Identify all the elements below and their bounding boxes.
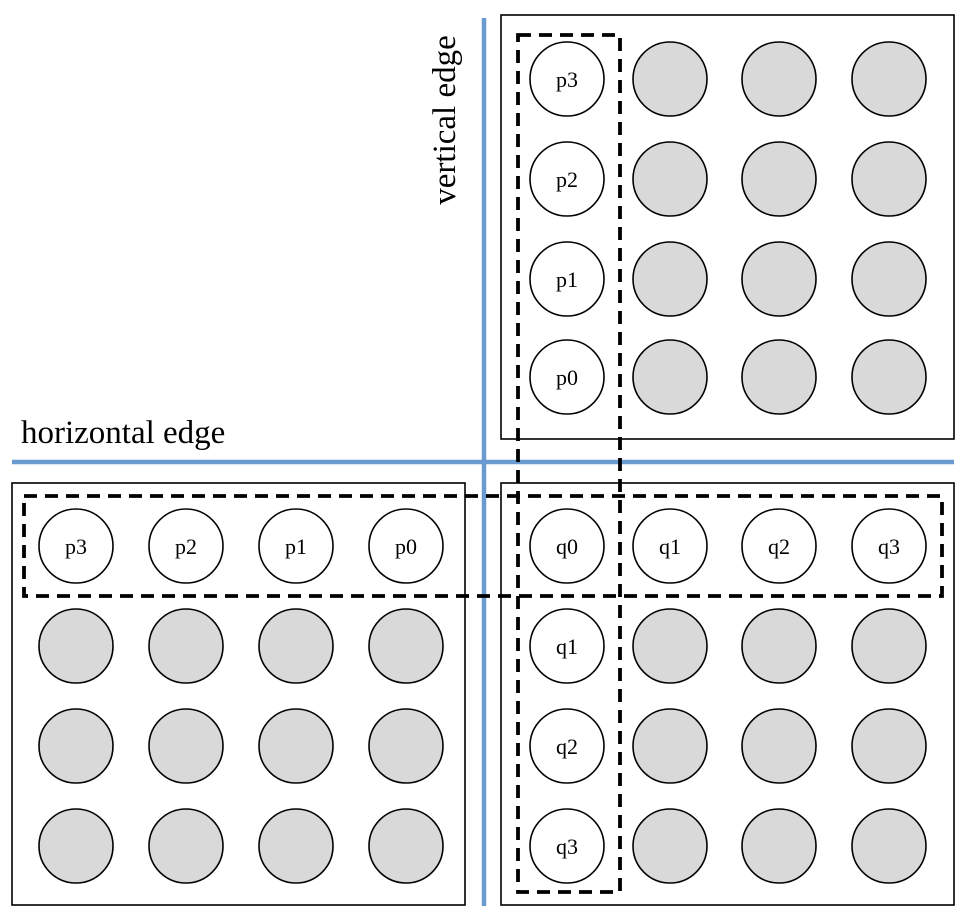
- pixel: [148, 708, 224, 784]
- pixel: [148, 808, 224, 884]
- pixel: [851, 608, 927, 684]
- pixel: [741, 41, 817, 117]
- pixel: [632, 141, 708, 217]
- pixel-label: q0: [556, 534, 578, 559]
- pixel-labeled: [529, 241, 605, 317]
- pixel-labeled: [368, 508, 444, 584]
- pixel: [741, 241, 817, 317]
- pixel-labeled: [529, 708, 605, 784]
- pixel: [148, 608, 224, 684]
- horizontal-edge-label: horizontal edge: [21, 415, 225, 451]
- pixel: [258, 708, 334, 784]
- pixel: [851, 339, 927, 415]
- pixel: [632, 808, 708, 884]
- pixel: [632, 41, 708, 117]
- pixel-label: p0: [395, 534, 417, 559]
- pixel: [38, 708, 114, 784]
- pixel-label: p2: [175, 534, 197, 559]
- pixel-label: p3: [556, 67, 578, 92]
- pixel-labeled: [529, 339, 605, 415]
- pixel-label: p1: [285, 534, 307, 559]
- pixel: [368, 608, 444, 684]
- pixel-labeled: [529, 808, 605, 884]
- pixel-label: q2: [556, 734, 578, 759]
- pixel-labeled: [529, 508, 605, 584]
- bottom-left-block: [11, 482, 466, 906]
- pixel-labeled: [38, 508, 114, 584]
- pixel-labeled: [529, 141, 605, 217]
- bottom-right-block: [500, 482, 955, 906]
- pixel-labeled: [529, 608, 605, 684]
- pixel-label: q1: [556, 634, 578, 659]
- pixel-labeled: [851, 508, 927, 584]
- pixel: [38, 808, 114, 884]
- pixel: [741, 339, 817, 415]
- pixel-labeled: [529, 41, 605, 117]
- pixel-label: p2: [556, 167, 578, 192]
- vertical-filter-region: [516, 33, 622, 894]
- pixel: [741, 608, 817, 684]
- pixel: [368, 808, 444, 884]
- pixel-label: q3: [556, 834, 578, 859]
- pixel: [632, 339, 708, 415]
- horizontal-filter-region: [22, 494, 944, 598]
- top-right-block: [500, 14, 955, 440]
- pixel: [851, 41, 927, 117]
- pixel-labeled: [148, 508, 224, 584]
- pixel: [368, 708, 444, 784]
- pixel-labeled: [741, 508, 817, 584]
- pixel-label: q2: [768, 534, 790, 559]
- pixel-label: q1: [659, 534, 681, 559]
- pixel-label: p0: [556, 365, 578, 390]
- pixel: [632, 608, 708, 684]
- vertical-edge-label: vertical edge: [427, 35, 463, 204]
- pixel-labeled: [258, 508, 334, 584]
- pixel-grid: p3 p2 p1 p0 p3 p2 p1 p0 q0 q1 q2 q3 q1 q2 q3: [38, 41, 927, 884]
- pixel-label: p3: [65, 534, 87, 559]
- pixel: [741, 708, 817, 784]
- pixel: [851, 241, 927, 317]
- pixel: [258, 608, 334, 684]
- pixel: [851, 141, 927, 217]
- pixel: [632, 241, 708, 317]
- pixel-labeled: [632, 508, 708, 584]
- pixel: [38, 608, 114, 684]
- pixel: [741, 141, 817, 217]
- pixel: [741, 808, 817, 884]
- pixel-label: p1: [556, 267, 578, 292]
- pixel: [632, 708, 708, 784]
- pixel: [851, 708, 927, 784]
- pixel-label: q3: [878, 534, 900, 559]
- pixel: [258, 808, 334, 884]
- pixel: [851, 808, 927, 884]
